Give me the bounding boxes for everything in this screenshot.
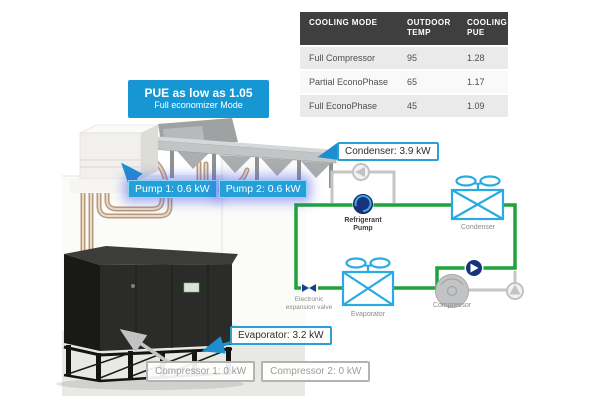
condenser-symbol-label: Condenser (460, 224, 496, 231)
refrigerant-pump-label-line1: Refrigerant (344, 217, 382, 224)
compressor1-callout: Compressor 1: 0 kW (146, 361, 256, 382)
rooftop-condenser-unit (149, 118, 337, 188)
cell-pue: 1.17 (467, 76, 485, 87)
table-row: Full EconoPhase 45 1.09 (300, 92, 508, 117)
status-display (183, 282, 200, 293)
check-valve-icon (464, 258, 484, 278)
cell-outdoor-temp: 95 (407, 52, 418, 63)
refrigerant-pump-label-line2: Pump (353, 225, 373, 233)
compressor2-callout: Compressor 2: 0 kW (261, 361, 371, 382)
pump-callouts: Pump 1: 0.6 kW Pump 2: 0.6 kW (128, 180, 308, 198)
condenser-symbol (450, 175, 505, 221)
cooling-mode-table: COOLING MODE OUTDOOR TEMP COOLING PUE Fu… (300, 12, 508, 117)
table-row: Full Compressor 95 1.28 (300, 44, 508, 69)
pump2-callout: Pump 2: 0.6 kW (218, 180, 308, 198)
cell-pue: 1.09 (467, 100, 485, 111)
cell-outdoor-temp: 65 (407, 76, 418, 87)
header-outdoor-temp: OUTDOOR TEMP (407, 18, 451, 38)
expansion-valve-label-line2: expansion valve (285, 303, 333, 311)
evaporator-callout: Evaporator: 3.2 kW (230, 326, 332, 345)
header-cooling-pue: COOLING PUE (467, 18, 508, 38)
refrigerant-pump-label: Refrigerant Pump (344, 217, 381, 234)
compressor-callouts: Compressor 1: 0 kW Compressor 2: 0 kW (146, 361, 371, 382)
cell-mode: Full EconoPhase (309, 100, 378, 111)
condenser-callout: Condenser: 3.9 kW (337, 142, 439, 161)
service-valve-icon (506, 282, 524, 300)
header-cooling-mode: COOLING MODE (309, 18, 378, 27)
bypass-pump-icon (352, 163, 370, 181)
expansion-valve-label: Electronic expansion valve (286, 296, 333, 312)
pue-badge: PUE as low as 1.05 Full economizer Mode (128, 80, 269, 118)
compressor-icon (435, 274, 469, 308)
compressor1-arrow (119, 329, 169, 364)
cell-outdoor-temp: 45 (407, 100, 418, 111)
evaporator-symbol-label: Evaporator (350, 311, 386, 318)
cell-mode: Partial EconoPhase (309, 76, 389, 87)
evaporator-symbol (341, 257, 395, 307)
table-row: Partial EconoPhase 65 1.17 (300, 68, 508, 93)
pue-badge-title: PUE as low as 1.05 (144, 86, 253, 100)
compressor-symbol-label: Compressor (432, 302, 472, 309)
pump1-callout: Pump 1: 0.6 kW (128, 180, 217, 198)
condenser-arrow (317, 142, 342, 161)
cell-mode: Full Compressor (309, 52, 376, 63)
table-header-row: COOLING MODE OUTDOOR TEMP COOLING PUE (300, 12, 508, 45)
pue-badge-subtitle: Full economizer Mode (154, 100, 243, 111)
expansion-valve-label-line1: Electronic (294, 296, 324, 303)
expansion-valve-icon (301, 283, 318, 293)
cell-pue: 1.28 (467, 52, 485, 63)
refrigerant-pump-icon (352, 193, 374, 215)
brand-logo-dot (131, 284, 135, 288)
